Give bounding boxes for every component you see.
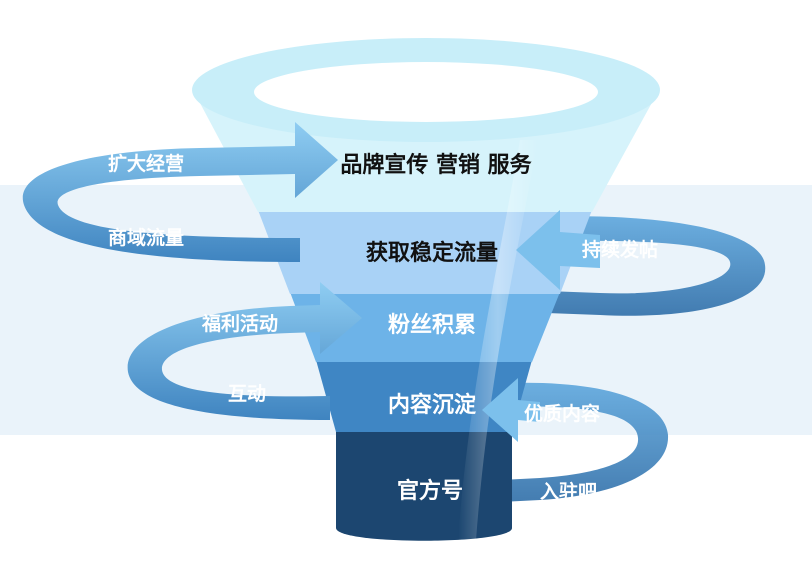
label-keep-posting: 持续发帖	[582, 238, 658, 261]
tier-label-1: 品牌宣传 营销 服务	[340, 152, 532, 178]
label-quality-content: 优质内容	[524, 402, 600, 425]
tier-label-2: 获取稳定流量	[366, 240, 498, 266]
label-interaction: 互动	[228, 383, 266, 405]
label-welfare-activity: 福利活动	[201, 312, 278, 335]
label-commercial-traffic: 商域流量	[108, 226, 184, 249]
label-expand-business: 扩大经营	[108, 152, 184, 175]
tier-label-4: 内容沉淀	[388, 392, 477, 418]
lower-loop-front-ribbon	[127, 282, 362, 420]
tier-label-3: 粉丝积累	[388, 312, 476, 338]
funnel-highlight	[458, 140, 538, 540]
upper-right-arrow	[516, 210, 600, 290]
funnel-rim-inner	[254, 62, 598, 122]
lower-right-arrow	[482, 378, 540, 442]
tier-label-5: 官方号	[397, 478, 463, 504]
lower-loop-back-ribbon	[470, 382, 669, 502]
upper-loop-front-ribbon	[22, 122, 339, 262]
label-settle-in: 入驻吧	[540, 480, 597, 503]
